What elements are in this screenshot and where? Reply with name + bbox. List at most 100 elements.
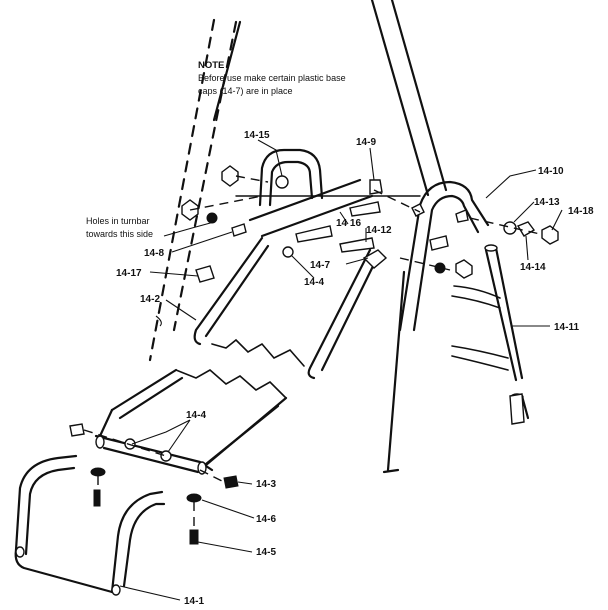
base-loop-left-inner [24, 466, 76, 556]
base-loop [14, 454, 166, 596]
washer-14-4-upper [282, 246, 294, 258]
base-loop-right-inner [122, 502, 166, 588]
ladder-rail-cap [484, 244, 498, 252]
assembly-lines [83, 175, 541, 530]
label-14-14: 14-14 [520, 262, 546, 273]
bottom-frame-edge-lower [102, 446, 200, 474]
frame-leg-right-b [390, 0, 448, 192]
top-handle [258, 148, 324, 207]
hardware [69, 165, 559, 545]
bottom-frame-end-right [197, 461, 207, 475]
nut-right-lower [455, 259, 473, 279]
nut-top-left [221, 165, 239, 187]
assy-line-3 [373, 189, 421, 213]
washer-right [434, 262, 446, 274]
leader-14-5 [197, 541, 253, 553]
note-line-2: caps (14-7) are in place [198, 86, 293, 96]
leader-14-1 [119, 585, 181, 601]
chute-lower-left-rail-inner [118, 376, 184, 420]
label-14-6: 14-6 [256, 514, 276, 525]
leader-14-9 [369, 147, 375, 181]
bolt-14-16 [349, 201, 381, 217]
washer-14-4-lower-right [160, 450, 172, 462]
note-line-1: Before use make certain plastic base [198, 73, 346, 83]
swing-frame-legs [148, 0, 448, 474]
leader-14-18 [551, 209, 563, 231]
assy-line-2 [235, 175, 269, 183]
label-14-13: 14-13 [534, 197, 560, 208]
leader-14-17 [149, 271, 199, 277]
leader-14-16 [339, 211, 349, 225]
cap-handle [275, 175, 289, 189]
label-14-4-upper: 14-4 [304, 277, 324, 288]
note-block: NOTE Before use make certain plastic bas… [198, 60, 346, 96]
leader-14-10 [485, 169, 537, 199]
bolt-14-16b [295, 225, 333, 243]
label-14-4-lower: 14-4 [186, 410, 206, 421]
frame-leg-left-inner [172, 20, 238, 332]
base-loop-bottom [14, 548, 114, 594]
chute-upper-left-rail [193, 236, 264, 346]
leader-holes-note [163, 221, 215, 237]
slide-chute [110, 236, 380, 472]
ladder-step-2 [451, 345, 509, 371]
turnbar-top [248, 178, 362, 222]
leader-14-6 [201, 499, 255, 519]
handle-loop-outer [258, 148, 324, 207]
leader-lines [119, 139, 563, 601]
turnbar [235, 178, 421, 238]
chute-upper-left-rail-inner [204, 244, 270, 338]
frame-leg-foot [382, 468, 400, 474]
leader-14-3 [237, 481, 253, 485]
leader-14-13 [513, 201, 535, 223]
base-loop-hole-left [15, 546, 25, 558]
base-loop-hole-right [111, 584, 121, 596]
label-14-12: 14-12 [366, 225, 392, 236]
bottom-frame-end-left [95, 435, 105, 449]
chute-lower-left-rail [110, 368, 178, 412]
cap-14-17 [195, 265, 215, 283]
label-14-17: 14-17 [116, 268, 142, 279]
ladder-frame [398, 180, 490, 332]
label-14-2: 14-2 [140, 294, 160, 305]
label-14-8: 14-8 [144, 248, 164, 259]
assy-line-5 [399, 257, 451, 271]
turnbar-bottom [260, 194, 374, 238]
ladder-frame-outer [398, 180, 490, 332]
ladder-end-cap [509, 393, 525, 425]
bolt-14-8 [231, 223, 247, 237]
label-14-5: 14-5 [256, 547, 276, 558]
assy-line-6 [83, 429, 167, 457]
frame-leg-right-lower-a [386, 270, 406, 472]
leader-14-8 [171, 231, 233, 253]
handle-loop-inner [268, 160, 314, 207]
label-14-18: 14-18 [568, 206, 594, 217]
holes-note-line-1: Holes in turnbar [86, 216, 150, 226]
chute-lower-right-rail-inner [204, 404, 280, 466]
washer-14-6 [186, 493, 202, 503]
label-14-15: 14-15 [244, 130, 270, 141]
ladder-frame-inner [412, 194, 480, 332]
bracket-14-7 [362, 249, 388, 269]
base-loop-right-outer [110, 490, 164, 594]
base-loop-left-outer [14, 454, 78, 552]
frame-leg-left-dashed [148, 18, 216, 362]
ladder-rail-a [484, 248, 518, 382]
label-14-9: 14-9 [356, 137, 376, 148]
cap-14-18 [541, 225, 559, 245]
assy-line-4 [469, 217, 541, 235]
frame-leg-right-a [370, 0, 430, 197]
leader-14-2 [165, 299, 197, 321]
chute-upper-right-rail [307, 248, 372, 380]
nut-right [455, 209, 469, 223]
label-14-16: 14 16 [336, 218, 361, 229]
chute-break-line-upper [211, 338, 305, 367]
ladder-rail-b [494, 246, 524, 380]
label-14-7: 14-7 [310, 260, 330, 271]
nut-14-9 [369, 179, 383, 195]
holes-note-block: Holes in turnbar towards this side [86, 216, 153, 239]
assy-line-1 [189, 195, 263, 211]
assy-line-9 [199, 469, 225, 483]
